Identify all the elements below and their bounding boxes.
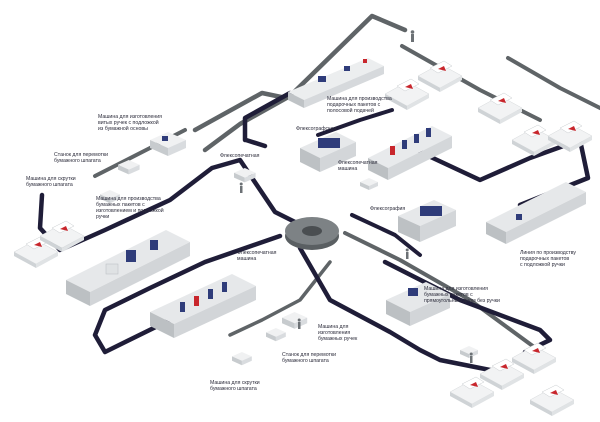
right-small-machine [460,346,478,358]
flexo-top-machine [300,132,356,172]
upper-gray-track [192,90,289,133]
top-dark-track [242,90,293,149]
flexo-printing-machine-right [368,126,452,180]
pallet-bottom-4 [529,384,575,417]
bottom-gray-track [228,260,332,337]
lower-gray-track [343,231,547,357]
twister-machine-2 [232,352,252,366]
label-line-right: Линия по производству подарочных пакетов… [520,250,577,268]
flat-bag-machine [288,58,384,108]
central-hub [285,217,339,250]
flexo-machine-left [150,274,256,338]
flexo-dark-track [316,108,394,137]
flat-handle-machine [386,282,450,326]
label-flexo-top: Флексопечатная [220,153,260,159]
flat-handles-small-machine [282,312,308,329]
label-twisted-handles: Машина для изготовления витых ручек с по… [98,114,162,132]
label-flexo-right-sub: Флексопечатная машина [338,160,378,172]
flexo-center-machine [398,200,456,242]
right-dark-track [417,137,591,208]
label-twister-2: Машина для скрутки бумажного шпагата [210,380,260,392]
machines [66,58,586,366]
label-flat-bag-machine: Машина для производства подарочных пакет… [327,96,392,114]
line-right-machine [486,182,586,244]
label-flat-handles-small: Машина для изготовления бумажных ручек [318,324,358,342]
label-twister-1: Машина для скрутки бумажного шпагата [26,176,76,188]
label-cutter-2: Станок для перемотки бумажного шпагата [282,352,337,364]
bag-machine-twisted-handle [66,230,190,306]
workers [239,30,473,363]
center-right-dark-track [350,213,422,257]
far-right-gray-track [506,56,600,110]
label-cutter-1: Станок для перемотки бумажного шпагата [54,152,109,164]
bottom-center-dark-track [297,245,503,375]
pallet-top-3 [477,92,523,125]
cutter-machine-2 [266,328,286,342]
label-bag-machine-twisted: Машина для производства бумажных пакетов… [96,196,164,220]
label-flexo-machine-left: Флексопечатная машина [237,250,277,262]
twisted-handle-machine [150,132,186,156]
bottom-left-dark-track [92,233,283,355]
label-flexo-right: Флексографская [296,126,337,132]
pallet-top-2 [417,60,463,93]
label-flat-handle-machine: Машина для изготовления бумажных пакетов… [424,286,500,304]
conveyor-tracks [37,13,600,375]
pallet-bottom-3 [511,342,557,375]
label-flexo-center: Флексография [370,206,406,212]
left-roller-machine [360,178,378,190]
